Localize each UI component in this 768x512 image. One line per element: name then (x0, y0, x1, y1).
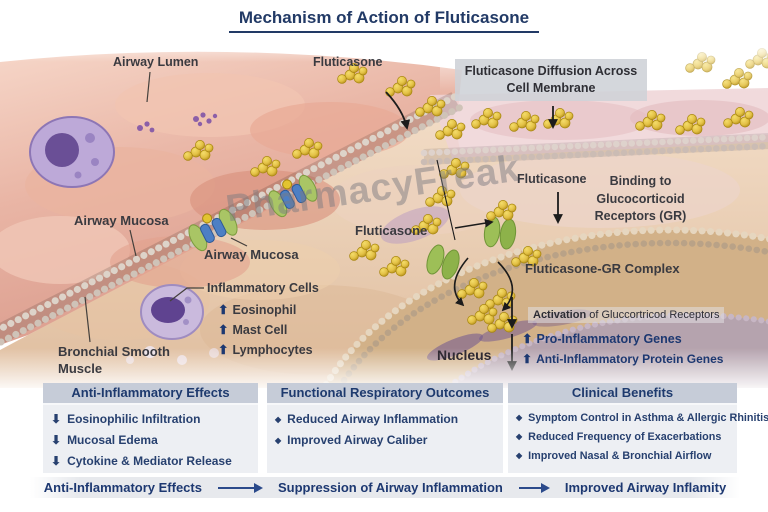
label-airway-lumen: Airway Lumen (113, 55, 199, 69)
diamond-icon: ◆ (516, 432, 523, 441)
panel-item-text: Eosinophilic Infiltration (67, 412, 201, 426)
gene-item: ⬆Pro-Inflammatory Genes (522, 331, 682, 346)
up-arrow-icon: ⬆ (218, 303, 229, 317)
panel-anti-inflammatory-effects: Anti-Inflammatory Effects ⬇ Eosinophilic … (43, 383, 258, 473)
panel-item-text: Reduced Airway Inflammation (287, 412, 459, 426)
panel-item-text: Mucosal Edema (67, 433, 158, 447)
up-arrow-icon: ⬆ (218, 323, 229, 337)
purple-speckles (137, 112, 218, 133)
bronchial-line2: Muscle (58, 360, 103, 376)
label-airway-mucosa-lower: Airway Mucosa (204, 247, 299, 262)
label-fluticasone-right: Fluticasone (517, 172, 587, 186)
diffusion-callout: Fluticasone Diffusion Across Cell Membra… (455, 59, 647, 101)
label-bronchial-smooth-muscle: Bronchial Smooth Muscle (58, 344, 170, 378)
blue-receptor (268, 174, 318, 218)
summary-flow-bar: Anti-Inflammatory Effects Suppression of… (30, 477, 740, 498)
panel-item: ◆ Reduced Frequency of Exacerbations (516, 431, 729, 443)
inflammatory-item: ⬆Lymphocytes (218, 342, 313, 357)
epithelial-cell (29, 116, 115, 188)
label-airway-mucosa-upper: Airway Mucosa (74, 213, 169, 228)
gr-receptor (426, 244, 460, 280)
label-inflammatory-cells: Inflammatory Cells (207, 281, 319, 295)
panel-title: Functional Respiratory Outcomes (267, 383, 503, 405)
diamond-icon: ◆ (516, 451, 523, 460)
inflammatory-item-text: Mast Cell (232, 323, 288, 337)
binding-line3: Receptors (GR) (594, 209, 687, 223)
panel-item: ◆ Improved Nasal & Bronchial Airflow (516, 450, 729, 462)
panel-item-list: ⬇ Eosinophilic Infiltration ⬇ Mucosal Edem… (43, 412, 258, 468)
panel-item: ◆ Symptom Control in Asthma & Allergic Rh… (516, 412, 768, 424)
flow-arrow-icon (518, 482, 550, 493)
binding-callout: Binding to Glucocorticoid Receptors (GR) (583, 173, 698, 226)
label-nucleus: Nucleus (437, 347, 492, 363)
cell-surface-membrane (420, 133, 768, 166)
panel-item-text: Improved Airway Caliber (287, 433, 428, 447)
panel-title: Clinical Benefits (508, 383, 737, 405)
panel-item: ⬇ Cytokine & Mediator Release (51, 454, 250, 468)
down-arrow-icon: ⬇ (51, 454, 62, 468)
inflammatory-item: ⬆Mast Cell (218, 322, 287, 337)
panel-item: ◆ Reduced Airway Inflammation (275, 412, 495, 426)
panel-title: Anti-Inflammatory Effects (43, 383, 258, 405)
label-fluticasone-center: Fluticasone (355, 223, 428, 238)
gene-item: ⬆Anti-Inflammatory Protein Genes (522, 352, 723, 366)
activation-bold: Activation (533, 309, 587, 321)
gene-item-text: Pro-Inflammatory Genes (536, 332, 682, 346)
panel-item-list: ◆ Reduced Airway Inflammation ◆ Improved A… (267, 412, 503, 447)
flow-step-3: Improved Airway Inflamity (564, 480, 727, 495)
diffusion-line1: Fluticasone Diffusion Across (464, 64, 638, 78)
inflammatory-item: ⬆Eosinophil (218, 302, 296, 317)
diamond-icon: ◆ (275, 436, 282, 445)
label-fluticasone-top: Fluticasone (313, 55, 383, 69)
binding-line2: Glucocorticoid (596, 191, 685, 206)
activation-callout: Activation of Gluccortricod Receptors (528, 307, 725, 323)
label-gr-complex: Fluticasone-GR Complex (525, 261, 680, 276)
diamond-icon: ◆ (275, 415, 282, 424)
flow-step-1: Anti-Inflammatory Effects (43, 480, 202, 495)
up-arrow-icon: ⬆ (522, 352, 533, 366)
panel-item-text: Symptom Control in Asthma & Allergic Rhi… (528, 412, 768, 424)
panel-clinical-benefits: Clinical Benefits ◆ Symptom Control in As… (508, 383, 768, 473)
flow-arrow-icon (217, 482, 263, 493)
gene-item-text: Anti-Inflammatory Protein Genes (536, 352, 724, 366)
inflammatory-item-text: Eosinophil (232, 303, 297, 317)
up-arrow-icon: ⬆ (522, 332, 533, 346)
binding-line1: Binding to (609, 174, 672, 188)
panel-item-list: ◆ Symptom Control in Asthma & Allergic Rh… (508, 412, 768, 462)
up-arrow-icon: ⬆ (218, 343, 229, 357)
panel-item-text: Improved Nasal & Bronchial Airflow (528, 450, 712, 462)
down-arrow-icon: ⬇ (51, 433, 62, 447)
blue-receptor (188, 208, 238, 252)
down-arrow-icon: ⬇ (51, 412, 62, 426)
airway-lumen-tissue (0, 51, 768, 345)
panel-item: ⬇ Eosinophilic Infiltration (51, 412, 250, 426)
page-title: Mechanism of Action of Fluticasone (0, 8, 768, 33)
flow-step-2: Suppression of Airway Inflammation (277, 480, 503, 495)
panel-item: ⬇ Mucosal Edema (51, 433, 250, 447)
panel-functional-respiratory-outcomes: Functional Respiratory Outcomes ◆ Reduced… (267, 383, 503, 473)
bronchial-line1: Bronchial Smooth (58, 344, 170, 359)
panel-item-text: Reduced Frequency of Exacerbations (528, 431, 722, 443)
diamond-icon: ◆ (516, 413, 523, 422)
inflammatory-item-text: Lymphocytes (232, 343, 313, 357)
diffusion-line2: Cell Membrane (506, 80, 596, 95)
panel-item: ◆ Improved Airway Caliber (275, 433, 495, 447)
activation-rest: of Gluccortricod Receptors (586, 309, 720, 321)
panel-item-text: Cytokine & Mediator Release (67, 454, 232, 468)
